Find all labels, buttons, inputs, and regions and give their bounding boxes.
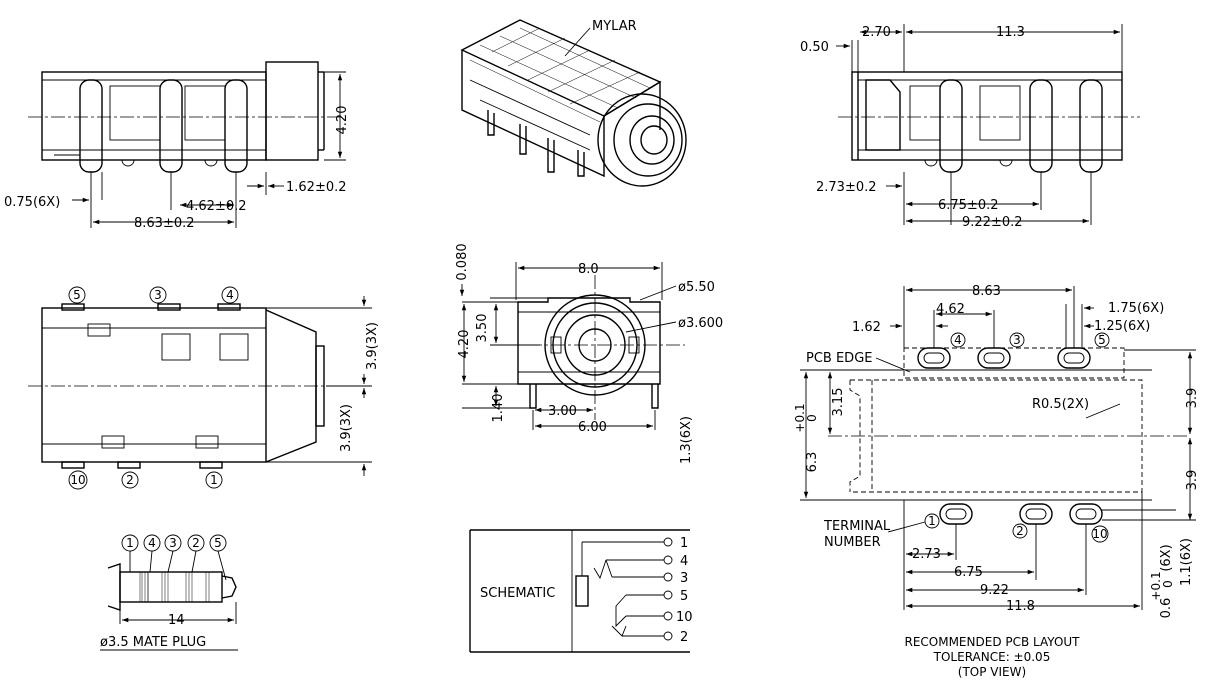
right-side-view: 0.50 2.70 11.3 2.73±0.2 6.75±0.2 9.22±0.…: [800, 24, 1140, 230]
schematic-pin: 1: [680, 536, 688, 551]
bottom-pin-label: 10: [70, 473, 85, 487]
bottom-pin-label: 2: [126, 473, 134, 487]
pcb-radius: R0.5(2X): [1032, 397, 1089, 412]
plug-pin-label: 5: [214, 536, 222, 550]
plug-pin-label: 3: [169, 536, 177, 550]
front-height: 4.20: [457, 330, 472, 359]
mate-plug-view: 14 1 4 3 2 5 ø3.5 MATE PLUG: [100, 534, 238, 651]
side-right-a: 0.50: [800, 40, 829, 55]
mylar-label: MYLAR: [592, 19, 637, 34]
pcb-d-118: 11.8: [1006, 599, 1035, 614]
pcb-d-06-suffix: (6X): [1159, 544, 1174, 571]
pcb-d-125: 1.25(6X): [1094, 319, 1150, 334]
bottom-pin-label: 1: [210, 473, 218, 487]
front-pin: 1.3(6X): [679, 416, 694, 464]
schematic-pin: 4: [680, 554, 688, 569]
schematic-view: SCHEMATIC 1 4 3 5 10 2: [469, 529, 693, 653]
pcb-d-462: 4.62: [936, 302, 965, 317]
side-right-d: 6.75±0.2: [938, 198, 999, 213]
pcb-edge-label: PCB EDGE: [806, 351, 872, 366]
pcb-d-63: 6.3: [805, 452, 820, 473]
pcb-tol-06-minus: 0: [1161, 580, 1175, 588]
pcb-d-273: 2.73: [912, 547, 941, 562]
isometric-view: MYLAR: [460, 19, 687, 187]
pcb-layout-title: RECOMMENDED PCB LAYOUT: [904, 635, 1080, 649]
front-center: 3.50: [475, 314, 490, 343]
top-dim-lower: 3.9(3X): [339, 404, 354, 452]
front-view: 8.0 0.080 4.20 3.50 1.40 6.00 3.00 1.3(6…: [455, 243, 723, 464]
plug-pin-label: 1: [126, 536, 134, 550]
schematic-pin: 2: [680, 630, 688, 645]
left-side-view: 4.20 0.75(6X) 4.62±0.2 8.63±0.2 1.62±0.2: [4, 61, 350, 231]
front-dia-outer: ø5.50: [678, 280, 715, 295]
plug-pin-label: 2: [192, 536, 200, 550]
top-pin-label: 3: [154, 288, 162, 302]
top-pin-label: 5: [73, 288, 81, 302]
schematic-pin: 10: [676, 610, 693, 625]
pcb-d-39a: 3.9: [1185, 388, 1200, 409]
pcb-tol-63-plus: +0.1: [793, 403, 807, 432]
top-pin-label: 4: [226, 288, 234, 302]
pcb-d-922: 9.22: [980, 583, 1009, 598]
pcb-d-863: 8.63: [972, 284, 1001, 299]
front-half: 3.00: [548, 404, 577, 419]
top-dim-upper: 3.9(3X): [365, 322, 380, 370]
pcb-layout-tolerance: TOLERANCE: ±0.05: [933, 650, 1051, 664]
side-right-c: 2.73±0.2: [816, 180, 877, 195]
side-right-e: 9.22±0.2: [962, 215, 1023, 230]
side-right-b: 2.70: [862, 25, 891, 40]
front-base: 1.40: [491, 394, 506, 423]
front-dia-inner: ø3.600: [678, 316, 723, 331]
front-top: 0.080: [455, 243, 470, 280]
side-left-height: 4.20: [335, 106, 350, 135]
pcb-pin-label: 4: [954, 333, 962, 347]
pcb-d-675: 6.75: [954, 565, 983, 580]
side-left-pin-width: 0.75(6X): [4, 195, 60, 210]
pcb-d-39b: 3.9: [1185, 470, 1200, 491]
pcb-tol-63-minus: 0: [805, 414, 819, 422]
front-pin-span: 6.00: [578, 420, 607, 435]
pcb-pin-label: 1: [928, 514, 936, 528]
schematic-label: SCHEMATIC: [480, 586, 555, 601]
pcb-pin-label: 2: [1016, 524, 1024, 538]
pcb-d-11: 1.1(6X): [1179, 538, 1194, 586]
mate-plug-label: ø3.5 MATE PLUG: [100, 635, 206, 650]
side-left-offset: 1.62±0.2: [286, 180, 347, 195]
pcb-d-175: 1.75(6X): [1108, 301, 1164, 316]
pcb-tol-06-plus: +0.1: [1149, 571, 1163, 600]
pcb-layout-view-note: (TOP VIEW): [958, 665, 1026, 679]
plug-length: 14: [168, 613, 185, 628]
front-width: 8.0: [578, 262, 599, 277]
pcb-d-315: 3.15: [831, 388, 846, 417]
side-left-pitch-a: 4.62±0.2: [186, 199, 247, 214]
side-left-pitch-b: 8.63±0.2: [134, 216, 195, 231]
pcb-layout-view: 4 3 5 1 2 10 8.63 4.62 1.62 1.75(6X) 1.2…: [793, 284, 1200, 679]
side-right-length: 11.3: [996, 25, 1025, 40]
top-view: 5 3 4 10 2 1 3.9(3X) 3.9(3X): [28, 286, 380, 490]
pcb-d-162: 1.62: [852, 320, 881, 335]
pcb-pin-label: 10: [1092, 527, 1107, 541]
pcb-pin-label: 3: [1013, 333, 1021, 347]
schematic-pin: 3: [680, 571, 688, 586]
terminal-label-1: TERMINAL: [823, 519, 891, 534]
terminal-label-2: NUMBER: [824, 535, 881, 550]
plug-pin-label: 4: [148, 536, 156, 550]
pcb-pin-label: 5: [1098, 333, 1106, 347]
schematic-pin: 5: [680, 589, 688, 604]
pcb-d-06: 0.6: [1159, 598, 1174, 619]
